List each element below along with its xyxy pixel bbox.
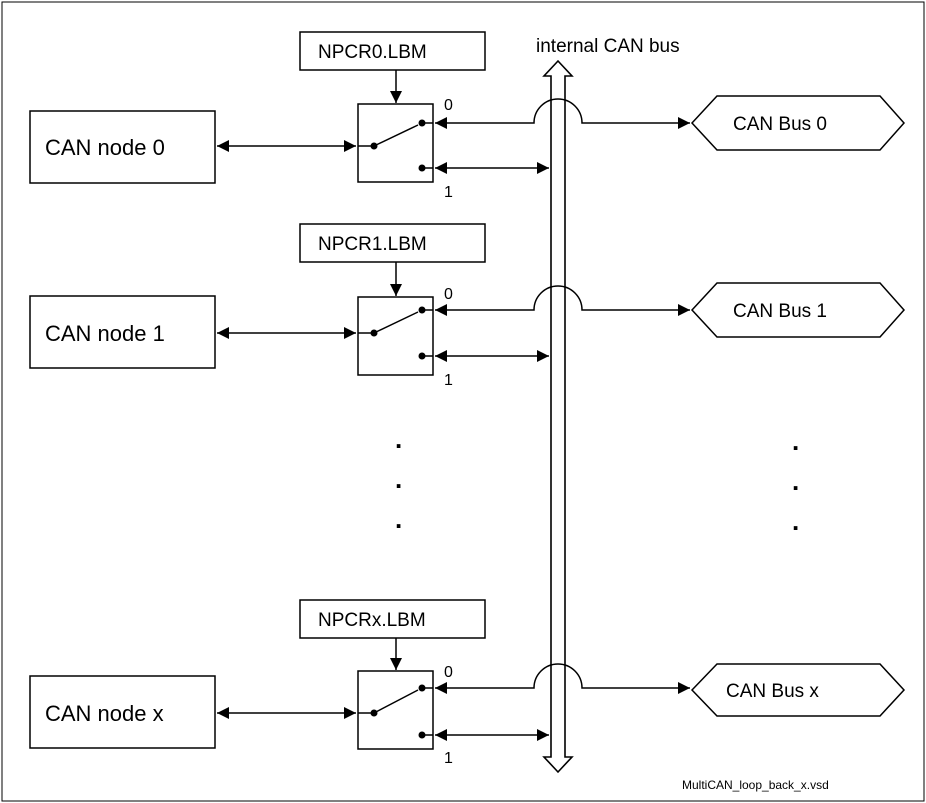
svg-text:.: .	[395, 504, 402, 534]
row-node-x: CAN node x NPCRx.LBM 0 1 CAN Bus x	[29, 599, 906, 767]
row-node-1: CAN node 1 NPCR1.LBM 0 1 CAN Bus 1	[29, 223, 906, 389]
register-box	[299, 599, 486, 639]
can-node-label: CAN node 1	[45, 321, 165, 346]
can-node-box	[29, 110, 216, 184]
register-label: NPCR0.LBM	[318, 42, 427, 63]
can-bus-hexagon	[690, 663, 906, 717]
position-0-label: 0	[444, 664, 453, 681]
svg-text:.: .	[792, 466, 799, 496]
svg-text:.: .	[792, 426, 799, 456]
row-node-0: CAN node 0 NPCR0.LBM 0 1 CAN Bus 0	[29, 31, 906, 201]
can-bus-hexagon	[690, 282, 906, 338]
svg-text:.: .	[792, 506, 799, 536]
position-0-label: 0	[444, 97, 453, 114]
position-1-label: 1	[444, 372, 453, 389]
ellipsis-left: . . .	[395, 424, 402, 534]
register-label: NPCR1.LBM	[318, 234, 427, 255]
position-0-label: 0	[444, 286, 453, 303]
svg-text:.: .	[395, 464, 402, 494]
can-bus-label: CAN Bus 0	[733, 114, 827, 135]
external-bus-link	[435, 98, 690, 129]
can-bus-hexagon	[690, 95, 906, 151]
switch-lever	[373, 311, 419, 334]
file-name-label: MultiCAN_loop_back_x.vsd	[682, 778, 829, 792]
can-node-box	[29, 295, 216, 369]
ellipsis-right: . . .	[792, 426, 799, 536]
register-box	[299, 31, 486, 71]
external-bus-link	[435, 285, 690, 316]
switch-lever	[373, 124, 419, 147]
switch-pivot	[370, 709, 378, 717]
position-1-label: 1	[444, 750, 453, 767]
switch-lever	[373, 689, 419, 714]
can-bus-label: CAN Bus x	[726, 681, 819, 702]
internal-can-bus	[542, 59, 574, 774]
register-label: NPCRx.LBM	[318, 610, 426, 631]
can-node-label: CAN node x	[45, 701, 164, 726]
switch-pivot	[370, 142, 378, 150]
svg-text:.: .	[395, 424, 402, 454]
register-box	[299, 223, 486, 263]
can-node-box	[29, 675, 216, 749]
switch-pivot	[370, 329, 378, 337]
position-1-label: 1	[444, 184, 453, 201]
can-bus-label: CAN Bus 1	[733, 301, 827, 322]
external-bus-link	[435, 663, 690, 694]
can-node-label: CAN node 0	[45, 135, 165, 160]
bus-label: internal CAN bus	[536, 36, 680, 57]
